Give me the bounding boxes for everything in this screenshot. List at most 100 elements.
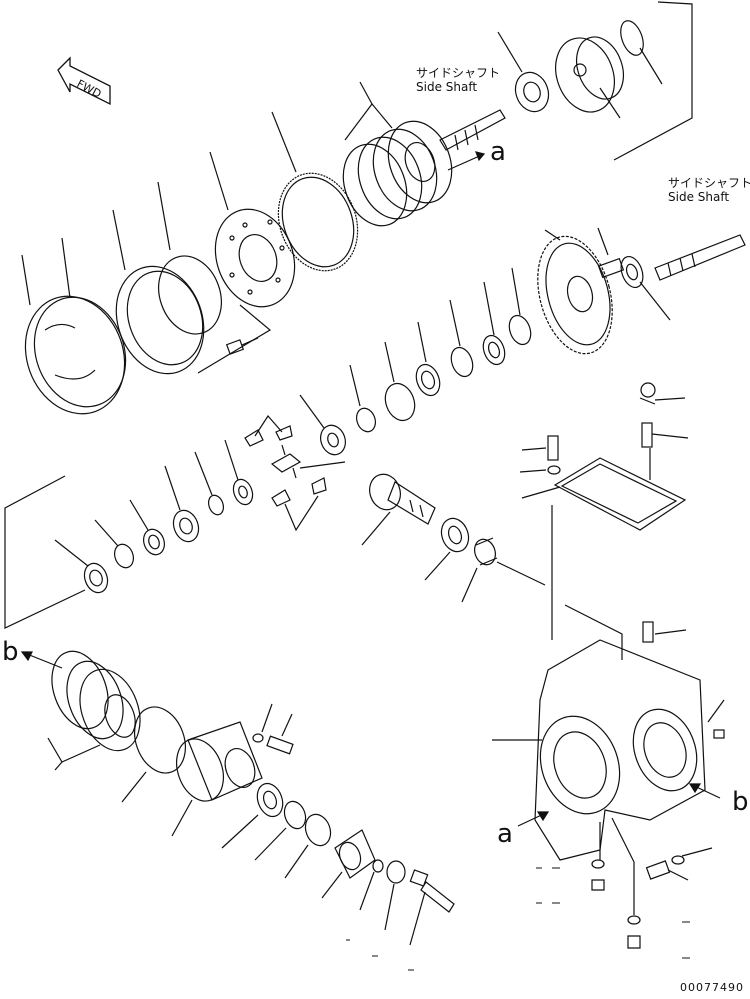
pinion-shaft	[369, 473, 436, 525]
pinion-collar	[474, 537, 498, 566]
plug	[713, 729, 725, 739]
leader-line	[361, 511, 391, 546]
bearing-cage-housing	[176, 721, 263, 802]
oil-seal	[256, 782, 284, 818]
brake-disc-pack-lower	[51, 650, 141, 752]
pinion-gear-2	[320, 424, 346, 456]
leader-line	[544, 229, 561, 241]
pinion-washer-1	[355, 407, 377, 433]
seal-ring	[283, 800, 307, 830]
leader-line	[511, 267, 521, 316]
leader-line	[321, 871, 343, 899]
leader-line	[359, 871, 375, 911]
washer-right	[620, 255, 644, 289]
dowel-pin	[642, 621, 654, 643]
drain-plug-1	[591, 859, 605, 891]
cover-washer	[547, 465, 561, 475]
leader-line	[129, 499, 149, 531]
arrow-b-right	[688, 783, 721, 799]
ref-b-left: b	[2, 637, 19, 667]
bevel-gear	[537, 235, 613, 355]
fwd-arrow-icon: FWD	[57, 56, 111, 106]
side-shaft-en-right: Side Shaft	[668, 190, 730, 204]
cage-bolt	[266, 735, 294, 755]
spider-pinion-b	[275, 425, 293, 441]
leader-line	[449, 299, 461, 347]
side-gear	[415, 363, 441, 397]
arrow-b-left	[20, 651, 63, 669]
leader-line	[417, 321, 427, 363]
shim-mid	[113, 543, 135, 569]
leader-line	[284, 495, 319, 532]
leader-line	[271, 111, 297, 173]
leader-line	[344, 103, 393, 141]
dust-seal	[304, 813, 332, 847]
clutch-drum	[115, 255, 222, 375]
leader-line	[61, 237, 71, 299]
leader-line	[254, 415, 283, 437]
leader-line	[54, 539, 89, 567]
arrow-a-lower	[517, 811, 550, 827]
leader-line	[461, 567, 478, 603]
leader-line	[349, 364, 361, 407]
leader-line	[4, 475, 86, 629]
side-shaft-jp-right: サイドシャフト	[668, 176, 750, 190]
leader-line	[254, 827, 287, 861]
lock-ring	[172, 509, 200, 543]
leader-line	[261, 703, 273, 733]
breather-cap	[639, 382, 656, 405]
leader-line	[221, 814, 259, 849]
leader-line	[597, 227, 609, 256]
leader-line	[424, 551, 451, 581]
pinion-bearing	[440, 517, 470, 553]
ref-a-lower: a	[497, 819, 513, 849]
cage-washer	[252, 733, 264, 743]
leader-line	[284, 844, 309, 879]
flange-bolt	[409, 869, 455, 913]
leader-line	[281, 713, 293, 737]
shim-upper	[620, 20, 644, 56]
leader-line	[384, 883, 395, 931]
bearing-upper	[514, 71, 550, 113]
differential-spider	[270, 444, 302, 479]
leader-line	[47, 737, 101, 763]
spider-pinion-a	[244, 429, 264, 447]
leader-line	[599, 87, 621, 119]
leader-line	[564, 604, 623, 660]
drawing-number: 00077490	[680, 981, 744, 994]
leader-line	[613, 1, 693, 161]
bearing-cone	[143, 528, 165, 556]
brake-plate-large	[24, 295, 127, 415]
leader-line	[194, 451, 213, 496]
clutch-disc-pack	[342, 120, 453, 227]
side-shaft-upper	[439, 109, 506, 151]
differential-housing	[534, 639, 706, 861]
leader-line	[224, 439, 239, 481]
side-shaft-en-upper: Side Shaft	[416, 80, 478, 94]
coupling-flange	[334, 829, 376, 879]
nut-1	[207, 494, 225, 516]
side-shaft-label-right: サイドシャフト Side Shaft	[668, 176, 750, 204]
leader-line	[654, 629, 687, 635]
leader-line	[21, 254, 31, 306]
cover-bolt-2	[547, 435, 559, 461]
cover-plate	[553, 457, 687, 531]
leader-line	[521, 447, 547, 451]
spider-pinion-c	[271, 489, 291, 507]
ref-a-upper: a	[490, 137, 506, 167]
leader-line	[639, 281, 671, 321]
pinion-gear-1	[384, 382, 416, 422]
leader-line	[654, 397, 686, 401]
o-ring-large	[277, 172, 359, 272]
callout-dashes	[346, 867, 690, 971]
leader-line	[94, 519, 119, 547]
thrust-washer-2	[450, 346, 474, 378]
leader-line	[667, 869, 689, 881]
cover-bolt-1	[641, 422, 653, 448]
leader-line	[409, 891, 426, 946]
side-shaft-jp-upper: サイドシャフト	[416, 66, 501, 80]
flange-washer	[386, 860, 406, 884]
leader-line	[384, 341, 395, 383]
leader-line	[197, 304, 272, 374]
